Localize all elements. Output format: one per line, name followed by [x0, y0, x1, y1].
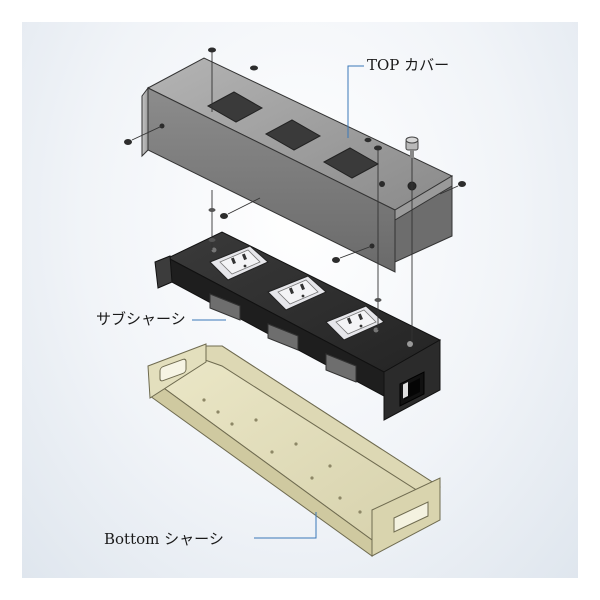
top-cover-window-1 [206, 91, 264, 123]
bottom-chassis-right-window [393, 501, 429, 533]
top-cover-left-end [141, 86, 149, 158]
outlet-2 [267, 275, 327, 311]
outlet-3 [325, 305, 385, 341]
screw-mid-left [220, 213, 228, 219]
leader-lines [192, 65, 364, 539]
knob [405, 136, 419, 158]
sub-chassis [154, 231, 442, 421]
screw-right-end [458, 181, 466, 187]
bottom-chassis-left-window [159, 358, 187, 382]
top-cover-right-flange [394, 175, 453, 221]
screw-top-mid [250, 65, 258, 71]
alignment-lines [131, 52, 459, 342]
screws [124, 47, 466, 302]
top-cover-screw-hole [379, 181, 385, 187]
screw-top-right [364, 137, 382, 151]
washer-right [374, 298, 382, 302]
bottom-chassis [147, 343, 441, 557]
washer-left [208, 208, 216, 242]
screw-side-left [124, 139, 132, 145]
top-cover-label: TOP カバー [367, 56, 450, 74]
outlet-1 [209, 245, 269, 281]
leader-bottom-chassis [254, 512, 317, 539]
sub-chassis-bosses [211, 247, 413, 347]
screw-top-left [208, 47, 216, 53]
top-cover-window-2 [264, 119, 322, 151]
top-cover [141, 57, 454, 273]
screw-mid-right [332, 257, 340, 263]
sub-chassis-label: サブシャーシ [96, 310, 186, 328]
power-switch [399, 371, 425, 407]
bottom-chassis-label: Bottom シャーシ [104, 530, 224, 548]
outlet-bodies [209, 293, 357, 383]
bottom-chassis-holes [202, 398, 362, 514]
leader-top-cover [347, 65, 364, 138]
sub-chassis-left-bracket [154, 255, 173, 289]
